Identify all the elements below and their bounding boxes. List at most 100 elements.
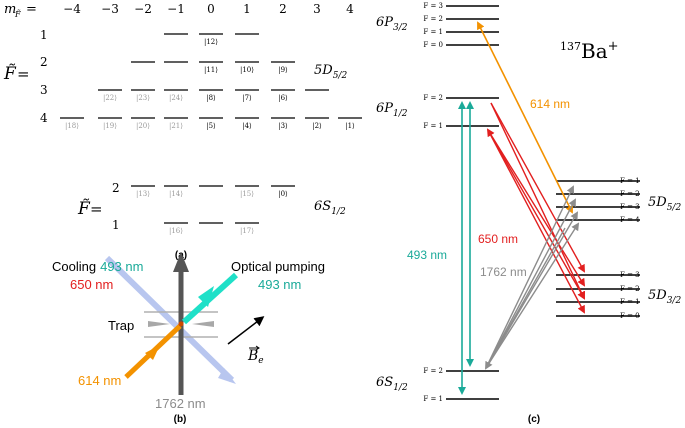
levels-6s12 [446,370,499,400]
panel-a: m F̃ = −4 −3 −2 −1 0 1 2 3 4 F̃ = 1 2 3 … [3,2,362,261]
ket-label: |21⟩ [169,122,183,130]
f-level-label: F = 1 [620,298,640,306]
ket-label: |22⟩ [103,94,117,102]
wl-1762-label: 1762 nm [480,265,527,279]
beam-614-arrowhead [145,345,160,360]
ket-label: |15⟩ [240,190,254,198]
ket-label: |14⟩ [169,190,183,198]
wl-493-label: 493 nm [407,248,447,262]
caption-b: (b) [174,414,187,425]
f-value-upper: 2 [40,55,48,69]
levels-6p32 [446,5,499,46]
upper-levels [60,33,362,119]
state-label-6p12: 6P1/2 [376,101,408,119]
mf-value: −1 [167,2,185,16]
f-level-label: F = 1 [423,395,443,403]
f-level-label: F = 2 [423,94,443,102]
f-level-label: F = 3 [423,2,443,10]
mf-value: −4 [63,2,81,16]
caption-c: (c) [528,414,540,425]
ket-label: |17⟩ [240,227,254,235]
ket-label: |16⟩ [169,227,183,235]
gray-wl-label: 1762 nm [155,396,206,411]
f-level-label: F = 3 [620,203,640,211]
ket-label: |2⟩ [312,122,322,130]
ket-label: |13⟩ [136,190,150,198]
f-level-label: F = 0 [620,312,640,320]
ket-label: |19⟩ [103,122,117,130]
f-symbol-upper: F̃ [3,64,17,84]
beam-1762-arrowhead [173,252,189,272]
wl-614-label: 614 nm [530,97,570,111]
ion [178,321,184,327]
ket-label: |0⟩ [278,190,288,198]
f-level-label: F = 4 [620,216,640,224]
ket-label: |7⟩ [242,94,252,102]
lower-levels [131,185,295,224]
state-label-6s12-c: 6S1/2 [376,375,408,393]
f-level-label: F = 2 [620,190,640,198]
panel-c: 6P3/2 F = 3 F = 2 F = 1 F = 0 137Ba+ 6P1… [376,2,681,425]
ket-label: |12⟩ [204,38,218,46]
trap-label: Trap [108,318,134,333]
cooling-beam [104,255,235,383]
mf-value: 4 [346,2,354,16]
f-value-upper: 1 [40,28,48,42]
f-level-label: F = 1 [620,177,640,185]
ket-label: |11⟩ [204,66,218,74]
f-level-label: F = 3 [620,271,640,279]
mf-axis-sub: F̃ [14,10,21,19]
ket-label: |18⟩ [65,122,79,130]
mf-value: −2 [134,2,152,16]
f-level-label: F = 1 [423,28,443,36]
mf-value: 1 [243,2,251,16]
mf-value: −3 [101,2,119,16]
wl-650-label: 650 nm [478,232,518,246]
f-level-label: F = 1 [423,122,443,130]
pumping-beam-arrowhead [198,286,214,307]
ket-label: |9⟩ [278,66,288,74]
mf-axis-eq: = [26,2,37,17]
f-level-label: F = 2 [620,285,640,293]
levels-6p12 [446,97,499,127]
ket-label: |6⟩ [278,94,288,102]
pumping-wl-label: 493 nm [258,277,301,292]
state-label-6s12: 6S1/2 [314,199,346,217]
field-arrow [227,316,265,345]
levels-5d32 [556,274,640,317]
transitions-493 [458,101,474,395]
state-label-5d52: 5D5/2 [314,63,347,81]
levels-5d52 [556,180,640,221]
ket-label: |20⟩ [136,122,150,130]
f-value-upper: 3 [40,83,48,97]
ket-label: |3⟩ [278,122,288,130]
transitions-650 [486,102,586,314]
ket-label: |1⟩ [345,122,355,130]
svg-text:Be: Be [247,348,264,366]
cooling-650-label: 650 nm [70,277,113,292]
mf-axis-label: m [4,2,16,17]
cooling-beam-arrowhead [218,368,236,384]
ket-label: |5⟩ [206,122,216,130]
f-symbol-lower: F̃ [77,199,91,219]
state-label-6p32: 6P3/2 [376,15,408,33]
pumping-label: Optical pumping [231,259,325,274]
state-label-5d52-c: 5D5/2 [648,195,681,213]
ion-name: 137Ba+ [560,39,619,63]
ket-label: |8⟩ [206,94,216,102]
ket-label: |10⟩ [240,66,254,74]
f-eq-upper: = [17,65,30,83]
field-label: Be [247,345,264,366]
transition-614 [477,21,573,214]
mf-value: 0 [207,2,215,16]
orange-wl-label: 614 nm [78,373,121,388]
f-value-lower: 2 [112,181,120,195]
ket-label: |4⟩ [242,122,252,130]
transitions-1762 [485,185,580,370]
f-eq-lower: = [90,200,103,218]
f-level-label: F = 0 [423,41,443,49]
f-value-lower: 1 [112,218,120,232]
ket-label: |24⟩ [169,94,183,102]
